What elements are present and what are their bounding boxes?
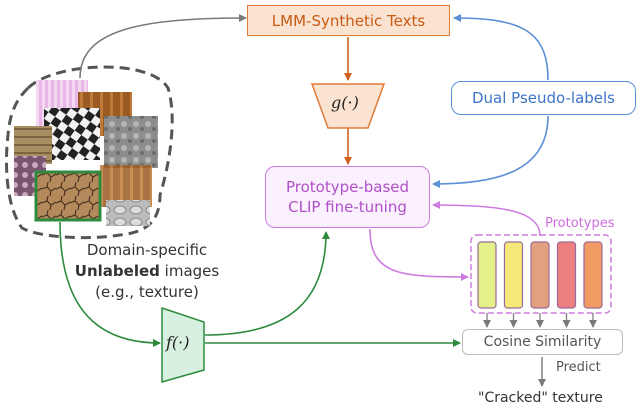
prototypes-label: Prototypes xyxy=(545,216,615,231)
prototype-bar-3 xyxy=(530,241,550,309)
prototype-bar-1 xyxy=(477,241,497,309)
domain-caption-line1: Domain-specific xyxy=(86,241,208,259)
cracked-texture xyxy=(34,170,102,222)
domain-caption-images: images xyxy=(159,262,220,280)
arrow-f-to-proto xyxy=(204,231,330,336)
lmm-synthetic-texts-box: LMM-Synthetic Texts xyxy=(247,5,450,36)
prototype-bar-5 xyxy=(583,241,603,309)
f-encoder-trapezoid xyxy=(161,306,205,383)
g-encoder-trapezoid xyxy=(310,83,386,129)
prediction-result: "Cracked" texture xyxy=(478,390,603,406)
prototype-bar-4 xyxy=(556,241,577,309)
arrow-dual-to-proto xyxy=(432,115,549,188)
texture-image-cluster xyxy=(4,65,174,240)
unlabeled-bold: Unlabeled xyxy=(74,262,160,280)
lmm-synthetic-texts-label: LMM-Synthetic Texts xyxy=(271,11,426,30)
prototype-bars xyxy=(477,241,603,309)
arrow-prototypes-to-proto xyxy=(432,201,541,237)
dashed-cluster-outline xyxy=(4,65,174,240)
prototype-finetune-line1: Prototype-based xyxy=(285,178,410,196)
cosine-similarity-label: Cosine Similarity xyxy=(483,334,602,350)
prototypes-group-outline xyxy=(470,234,612,314)
prototype-bar-2 xyxy=(503,241,524,309)
f-function-label: f(·) xyxy=(166,333,190,352)
predict-label: Predict xyxy=(556,360,601,375)
cosine-similarity-box: Cosine Similarity xyxy=(462,329,623,355)
stone-texture xyxy=(104,116,158,168)
g-function-label: g(·) xyxy=(331,93,359,112)
dual-pseudo-labels-box: Dual Pseudo-labels xyxy=(451,81,636,115)
prototype-finetune-line2: CLIP fine-tuning xyxy=(288,198,407,216)
domain-images-caption: Domain-specific Unlabeled images (e.g., … xyxy=(62,240,232,303)
prototype-clip-finetuning-box: Prototype-based CLIP fine-tuning xyxy=(265,166,430,228)
arrow-images-to-f xyxy=(59,221,161,347)
prototype-arrows xyxy=(483,313,597,328)
cobble-texture xyxy=(106,200,150,226)
arrow-images-to-lmm xyxy=(79,14,247,79)
domain-caption-line2: Unlabeled images xyxy=(62,261,232,282)
domain-caption-line3: (e.g., texture) xyxy=(95,283,199,301)
arrow-proto-to-prototypes xyxy=(369,228,469,281)
checker-texture xyxy=(44,108,100,160)
arrow-dual-to-lmm xyxy=(453,14,549,81)
dual-pseudo-labels-label: Dual Pseudo-labels xyxy=(472,89,615,107)
